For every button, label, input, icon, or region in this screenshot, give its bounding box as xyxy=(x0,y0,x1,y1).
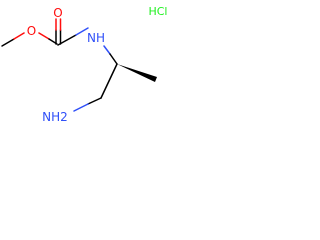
chemical-structure: O O NH NH2 HCl xyxy=(1,5,168,124)
bond-ch2-amine-blue xyxy=(73,103,89,112)
bond-nh-chiral xyxy=(109,53,118,65)
wedge-bond-methyl xyxy=(117,64,157,82)
bond-nh-chiral-blue xyxy=(103,45,111,55)
atom-carbonyl-oxygen: O xyxy=(53,6,62,20)
salt-label: HCl xyxy=(148,5,167,18)
bond-carbon-nh-blue xyxy=(75,27,89,36)
bond-chiral-ch2 xyxy=(100,63,118,99)
atom-amide-nitrogen: NH xyxy=(87,31,105,45)
bond-ester-o-carbon-red xyxy=(38,32,50,40)
bond-methyl-ester-o xyxy=(1,38,15,47)
atom-amine: NH2 xyxy=(42,110,68,124)
bond-carbon-nh xyxy=(57,34,77,46)
bond-methyl-ester-o-red xyxy=(13,32,25,40)
bond-ch2-amine xyxy=(87,97,102,105)
atom-ester-oxygen: O xyxy=(27,24,36,38)
